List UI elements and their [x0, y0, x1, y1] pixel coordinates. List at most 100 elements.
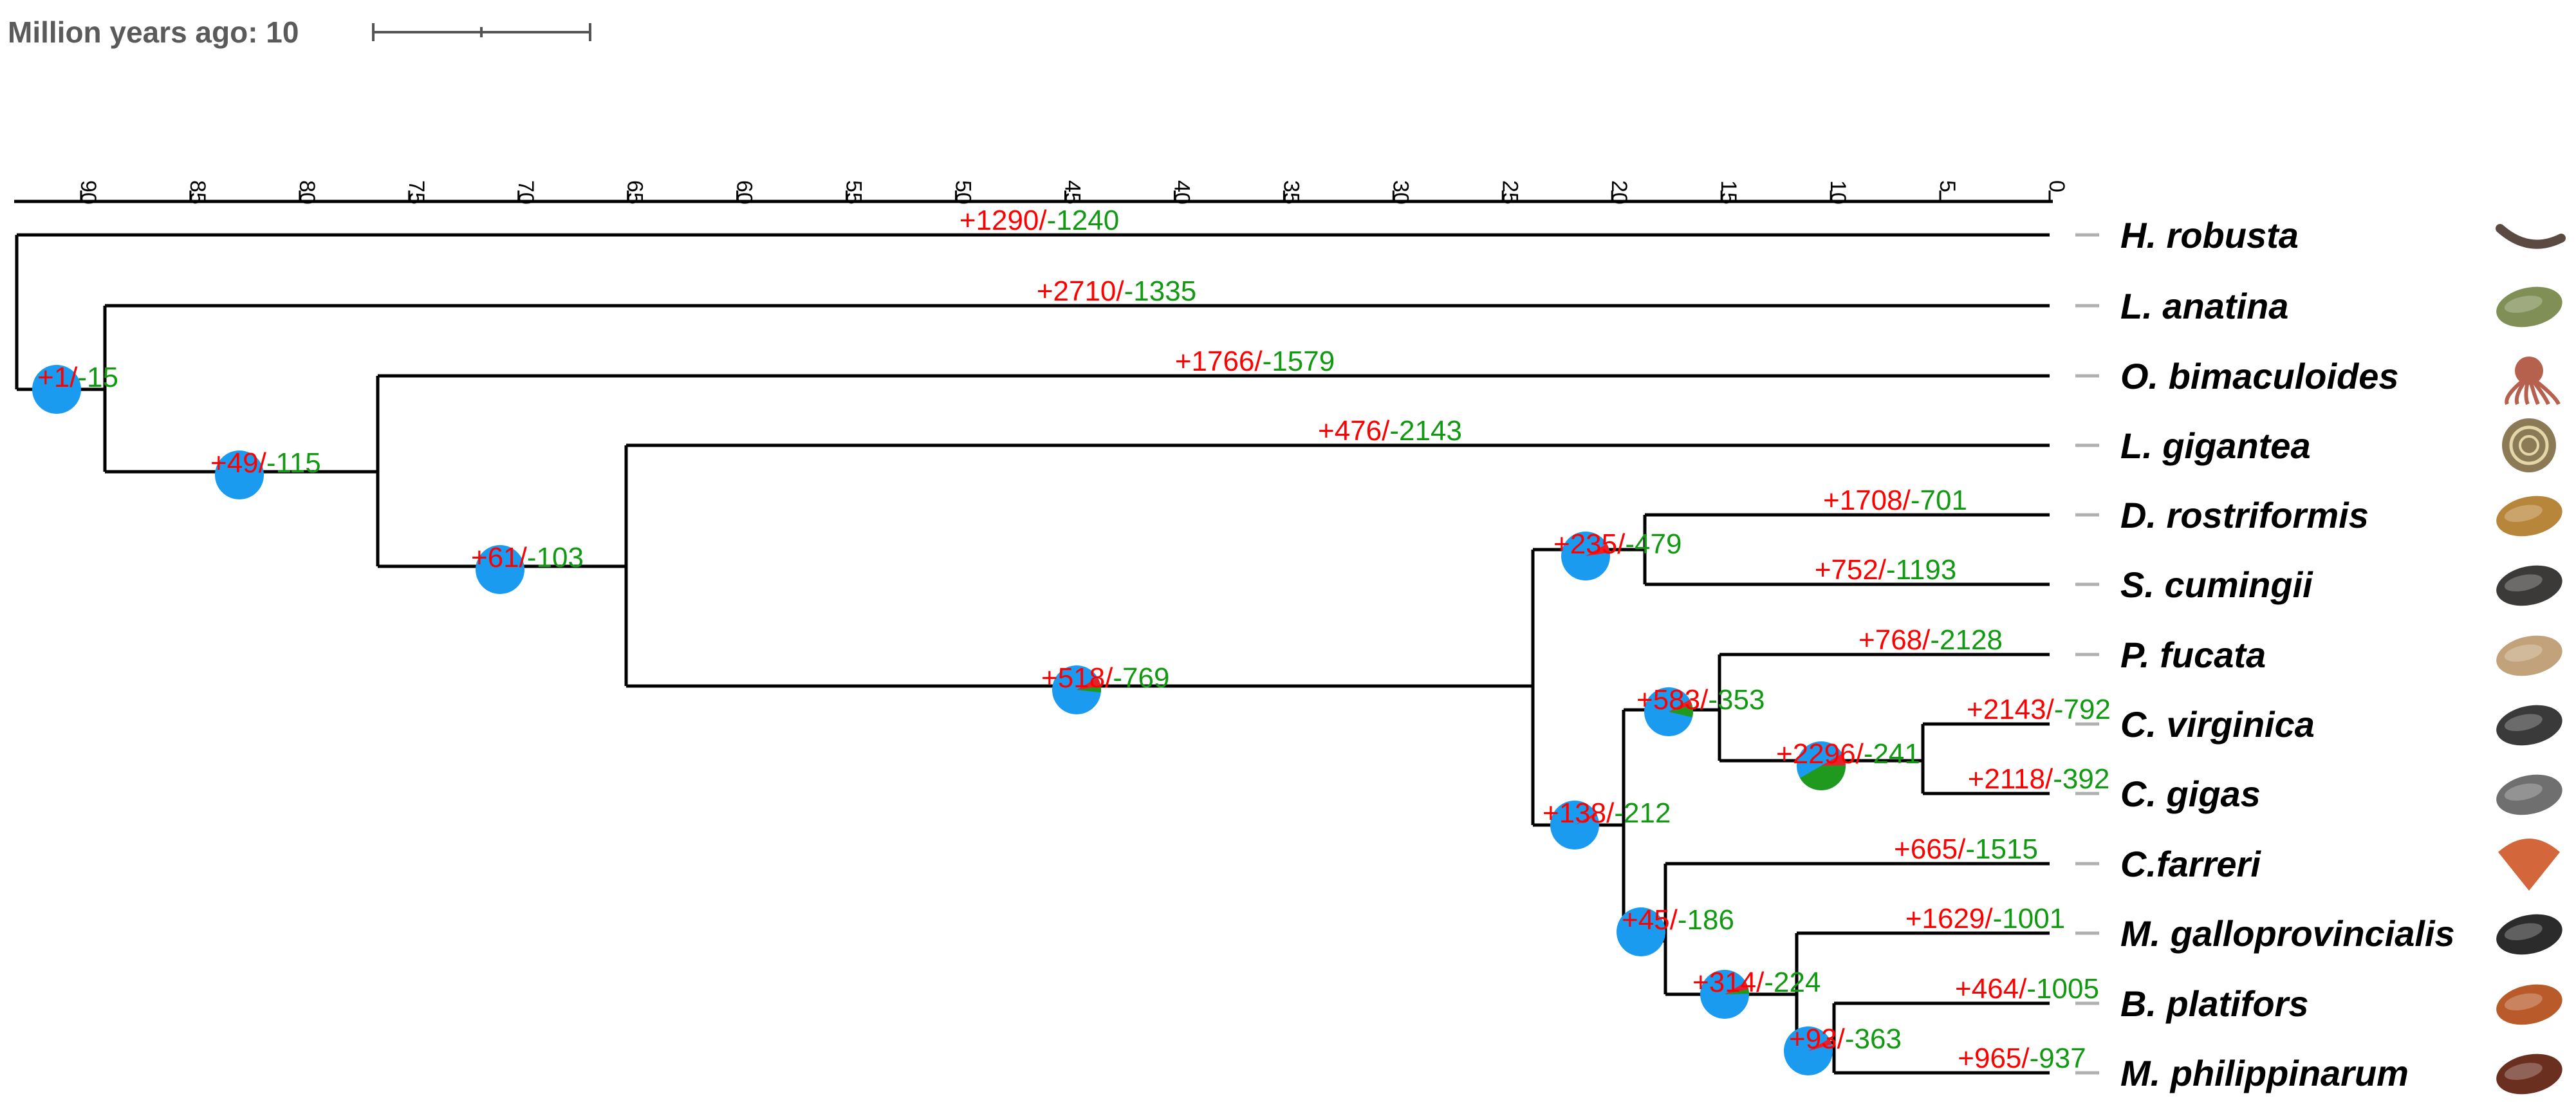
taxon-name: C. gigas	[2120, 774, 2261, 814]
mussel-icon	[2496, 496, 2562, 537]
leaf-branch-change-label: +1708/-701	[1823, 485, 1967, 516]
taxon-name: C.farreri	[2120, 844, 2261, 884]
gain-count: +45	[1622, 904, 1670, 936]
separator: /	[2019, 973, 2027, 1005]
leaf-branch-change-label: +752/-1193	[1815, 554, 1957, 586]
loss-count: -1193	[1886, 554, 1956, 586]
node-pie-gain-slice	[1586, 544, 1610, 556]
taxon-name: M. philippinarum	[2120, 1053, 2409, 1093]
axis-tick-label: 30	[1388, 180, 1413, 205]
node-pie	[1617, 907, 1665, 956]
node-change-label: +93/-363	[1789, 1023, 1902, 1055]
separator: /	[2046, 694, 2055, 725]
taxon-name: L. gigantea	[2120, 425, 2311, 466]
node-change-label: +45/-186	[1622, 904, 1734, 936]
oyster-icon	[2496, 705, 2562, 746]
separator: /	[2045, 763, 2053, 795]
axis-tick-label: 15	[1716, 180, 1741, 205]
separator: /	[1039, 205, 1047, 236]
separator: /	[1116, 275, 1124, 307]
leaf-branch-change-label: +1766/-1579	[1175, 346, 1335, 377]
separator: /	[1878, 554, 1887, 586]
loss-count: -479	[1625, 528, 1682, 560]
loss-count: -937	[2030, 1043, 2086, 1074]
separator: /	[1856, 738, 1864, 770]
separator: /	[1105, 662, 1113, 694]
gain-count: +518	[1041, 662, 1105, 694]
taxon-name: O. bimaculoides	[2120, 356, 2399, 396]
gain-count: +1	[37, 362, 69, 393]
separator: /	[1837, 1023, 1846, 1055]
node-change-label: +314/-224	[1692, 967, 1821, 998]
node-pie-gain-slice	[1669, 700, 1692, 712]
gain-count: +1766	[1175, 346, 1255, 377]
separator: /	[1670, 904, 1678, 936]
taxon-name: D. rostriformis	[2120, 495, 2369, 535]
leaf-leaders	[2075, 233, 2099, 1075]
axis-tick-label: 70	[514, 180, 538, 205]
node-pies	[32, 365, 1846, 1075]
clam-icon	[2496, 565, 2562, 606]
leaf-branch-change-label: +464/-1005	[1955, 973, 2099, 1005]
gain-count: +2296	[1776, 738, 1856, 770]
axis-tick-label: 85	[185, 180, 210, 205]
separator: /	[1606, 797, 1615, 829]
leaf-branch-change-label: +476/-2143	[1318, 415, 1462, 447]
axis-tick-label: 20	[1607, 180, 1631, 205]
gain-count: +61	[471, 542, 519, 573]
node-pie	[32, 365, 81, 414]
leaf-branch-change-label: +965/-937	[1958, 1043, 2086, 1074]
axis-tick-label: 50	[951, 180, 976, 205]
loss-count: -2143	[1389, 415, 1462, 447]
separator: /	[2021, 1043, 2030, 1074]
leaf-branch-change-label: +2143/-792	[1967, 694, 2111, 725]
taxon-name: L. anatina	[2120, 286, 2288, 326]
gain-count: +1708	[1823, 485, 1903, 516]
scallop-icon	[2498, 839, 2560, 891]
node-change-label: +235/-479	[1553, 528, 1682, 560]
loss-count: -15	[77, 362, 118, 393]
node-labels: +1 / -15 +49/-115 +61 / -103 +518/-769 +235/-479…	[37, 362, 1920, 1055]
gain-count: +2710	[1037, 275, 1117, 307]
separator: /	[1958, 833, 1966, 865]
node-pie-gain-slice	[1821, 754, 1846, 766]
loss-count: -392	[2053, 763, 2109, 795]
gain-count: +314	[1692, 967, 1756, 998]
loss-count: -1240	[1047, 205, 1120, 236]
gain-count: +93	[1789, 1023, 1837, 1055]
clam-icon	[2496, 1054, 2562, 1095]
node-pie-gain-slice	[1808, 1039, 1832, 1051]
loss-count: -2128	[1930, 624, 2003, 656]
node-change-label: +138/-212	[1543, 797, 1671, 829]
gain-count: +583	[1636, 684, 1700, 716]
taxon-name: C. virginica	[2120, 704, 2315, 745]
loss-count: -103	[527, 542, 584, 573]
node-pie-loss-slice	[1725, 989, 1749, 994]
axis-tick-label: 35	[1279, 180, 1303, 205]
gain-count: +49	[210, 447, 259, 479]
node-change-label: +518/-769	[1041, 662, 1169, 694]
loss-count: -353	[1708, 684, 1765, 716]
leaf-branch-change-label: +2118/-392	[1968, 763, 2110, 795]
gain-count: +768	[1858, 624, 1922, 656]
gain-count: +965	[1958, 1043, 2021, 1074]
separator: /	[1903, 485, 1911, 516]
node-pie-gain-slice	[1077, 678, 1101, 690]
taxon-name: P. fucata	[2120, 635, 2266, 675]
axis-tick-label: 0	[2044, 180, 2069, 192]
node-pie-gain-slice	[1575, 813, 1598, 825]
loss-count: -701	[1911, 485, 1967, 516]
separator: /	[1382, 415, 1390, 447]
taxon-name: B. platifors	[2120, 983, 2308, 1024]
loss-count: -1335	[1124, 275, 1197, 307]
loss-count: -186	[1678, 904, 1734, 936]
axis-tick-label: 45	[1061, 180, 1085, 205]
leaf-branch-change-label: +1629/-1001	[1905, 903, 2065, 934]
taxon-name: S. cumingii	[2120, 564, 2313, 605]
leaf-branch-change-label: +768/-2128	[1858, 624, 2003, 656]
mussel-icon	[2496, 914, 2562, 955]
axis-tick-label: 80	[295, 180, 319, 205]
node-change-label: +49/-115	[210, 447, 321, 479]
loss-count: -1005	[2026, 973, 2099, 1005]
